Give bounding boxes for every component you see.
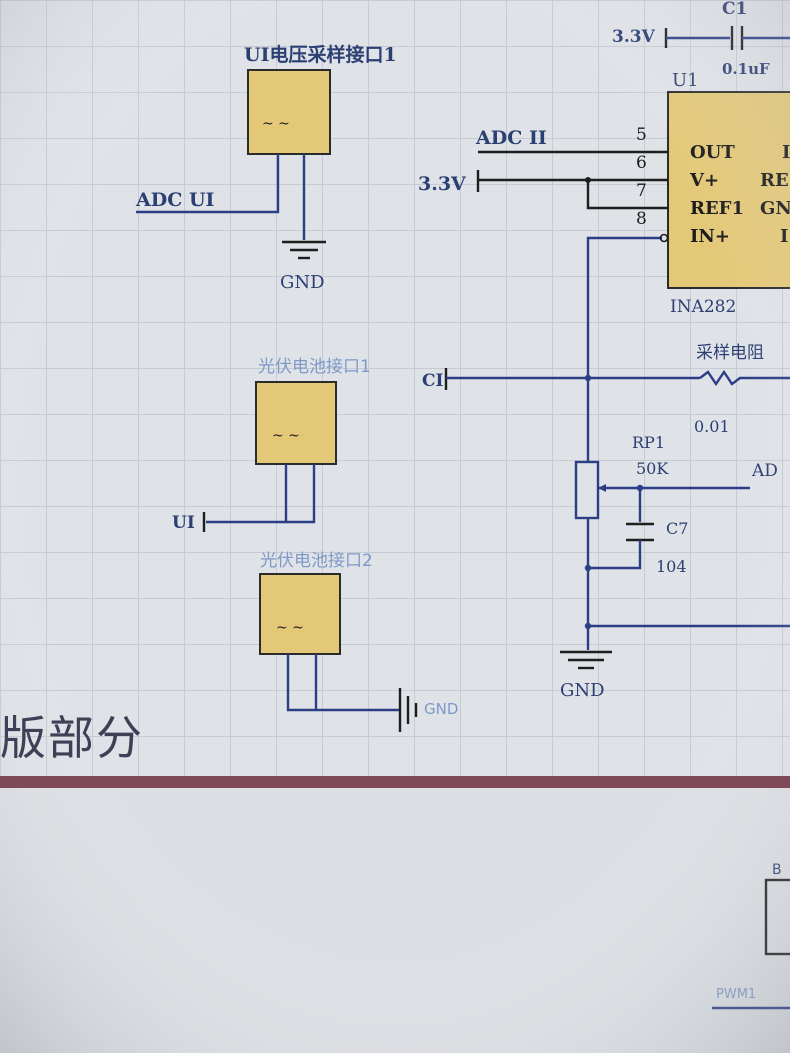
connector-ui-sample-title: UI电压采样接口1 bbox=[244, 43, 397, 66]
ic-pin-7-num: 7 bbox=[636, 181, 647, 201]
c7-ref: C7 bbox=[666, 519, 688, 538]
ic-pin-vplus-name: V+ bbox=[689, 170, 719, 191]
net-label-ci: CI bbox=[422, 371, 444, 391]
connector-pv2-body bbox=[259, 573, 341, 655]
rp1-value: 50K bbox=[636, 459, 669, 478]
connector-ui-sample-body bbox=[247, 69, 331, 155]
lower-area bbox=[0, 788, 790, 1053]
ic-part-number: INA282 bbox=[670, 297, 736, 317]
connector-pv1-pins: ~ ~ bbox=[272, 428, 300, 444]
ic-right-pin-4: I bbox=[780, 226, 788, 247]
net-label-ui: UI bbox=[172, 513, 195, 533]
net-label-adc-ii: ADC II bbox=[475, 127, 547, 149]
shunt-value: 0.01 bbox=[694, 417, 730, 436]
ic-right-pin-3: GN bbox=[760, 198, 790, 219]
connector-pv2-title: 光伏电池接口2 bbox=[260, 551, 373, 571]
net-label-gnd-pv2: GND bbox=[424, 700, 458, 718]
net-label-gnd-mid: GND bbox=[560, 680, 605, 701]
ic-right-pin-2: RE bbox=[760, 170, 789, 191]
net-label-adc-ui: ADC UI bbox=[135, 189, 215, 211]
ic-pin-inplus-name: IN+ bbox=[690, 226, 730, 247]
connector-ui-sample-pins: ~ ~ bbox=[262, 116, 290, 132]
net-label-adc-cut: AD bbox=[751, 461, 778, 481]
connector-pv2-pins: ~ ~ bbox=[276, 620, 304, 636]
net-label-3v3-side: 3.3V bbox=[418, 173, 467, 195]
net-label-3v3-top: 3.3V bbox=[612, 27, 656, 47]
c1-ref: C1 bbox=[722, 0, 747, 19]
box-label: B bbox=[772, 862, 782, 878]
ic-pin-5-num: 5 bbox=[636, 125, 647, 145]
ic-u1[interactable]: OUT V+ REF1 IN+ I RE GN I bbox=[667, 91, 790, 289]
rp1-ref: RP1 bbox=[632, 433, 665, 452]
c1-value: 0.1uF bbox=[722, 60, 770, 78]
section-divider bbox=[0, 776, 790, 788]
net-label-gnd-top: GND bbox=[280, 272, 325, 293]
net-label-pwm1: PWM1 bbox=[716, 987, 756, 1002]
connector-pv1-body bbox=[255, 381, 337, 465]
ic-pin-6-num: 6 bbox=[636, 153, 647, 173]
shunt-ref: 采样电阻 bbox=[696, 343, 764, 363]
ic-ref: U1 bbox=[672, 70, 699, 91]
ic-pin-8-num: 8 bbox=[636, 209, 647, 229]
ic-pin-out-name: OUT bbox=[690, 142, 735, 163]
c7-value: 104 bbox=[656, 557, 687, 576]
connector-pv1-title: 光伏电池接口1 bbox=[258, 357, 371, 377]
ic-right-pin-1: I bbox=[782, 142, 790, 163]
section-title: 版部分 bbox=[0, 711, 144, 765]
ic-pin-ref1-name: REF1 bbox=[690, 198, 744, 219]
